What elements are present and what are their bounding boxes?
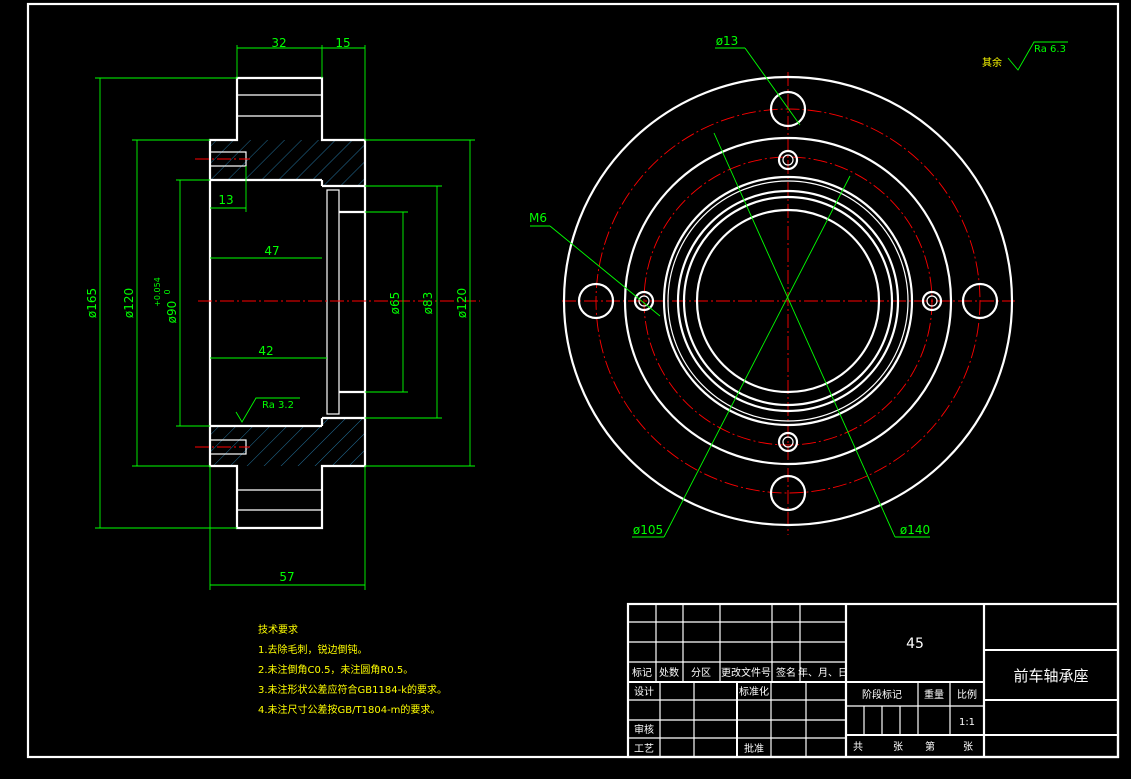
standardize-label: 标准化 <box>739 685 769 698</box>
tech-req-item: 2.未注倒角C0.5，未注圆角R0.5。 <box>258 663 413 676</box>
tech-req-item: 1.去除毛刺，锐边倒钝。 <box>258 643 368 656</box>
dim-47: 47 <box>264 244 279 258</box>
dim-phi165: ø165 <box>85 288 99 318</box>
page-label: 第 <box>925 740 935 753</box>
roughness-symbol <box>1007 41 1068 71</box>
scale-value: 1:1 <box>959 717 975 728</box>
header-label: 标记 <box>632 667 652 679</box>
material: 45 <box>906 636 924 652</box>
dim-phi90: ø90 <box>165 301 179 324</box>
dim-phi120-left: ø120 <box>122 288 136 318</box>
roughness-ra32: Ra 3.2 <box>262 400 294 411</box>
dim-15: 15 <box>335 36 350 50</box>
part-name: 前车轴承座 <box>1013 667 1088 685</box>
weight-label: 重量 <box>924 688 944 701</box>
header-label: 分区 <box>691 667 711 679</box>
surface-note-label: 其余 <box>982 56 1002 69</box>
sheet-label: 张 <box>963 741 973 753</box>
dim-phi90-tol-upper: +0.054 <box>153 277 162 307</box>
design-label: 设计 <box>634 685 654 698</box>
dim-phi83: ø83 <box>421 292 435 315</box>
header-label: 处数 <box>659 666 679 679</box>
dim-13: 13 <box>218 193 233 207</box>
tech-req-title: 技术要求 <box>258 623 298 636</box>
dim-32: 32 <box>271 36 286 50</box>
header-label: 年、月、日 <box>798 666 848 679</box>
dim-42: 42 <box>258 344 273 358</box>
title-block <box>626 602 1120 759</box>
process-label: 工艺 <box>634 743 654 755</box>
hatch-upper <box>210 140 365 186</box>
approve-label: 批准 <box>744 742 764 755</box>
dim-m6: M6 <box>529 211 547 225</box>
header-label: 签名 <box>776 666 796 679</box>
tech-req-item: 4.未注尺寸公差按GB/T1804-m的要求。 <box>258 703 440 716</box>
stage-mark-label: 阶段标记 <box>862 688 902 701</box>
dim-57: 57 <box>279 570 294 584</box>
dim-phi140: ø140 <box>900 523 930 537</box>
section-view <box>95 45 480 590</box>
sheet-label: 张 <box>893 741 903 753</box>
front-view <box>530 47 1015 538</box>
hatch-lower <box>210 418 365 466</box>
dim-phi90-tol-lower: 0 <box>163 289 172 294</box>
total-label: 共 <box>853 741 863 753</box>
review-label: 审核 <box>634 723 654 736</box>
header-label: 更改文件号 <box>721 666 771 679</box>
dim-phi65: ø65 <box>388 292 402 315</box>
tech-req-item: 3.未注形状公差应符合GB1184-k的要求。 <box>258 683 447 696</box>
scale-label: 比例 <box>957 688 977 701</box>
dim-phi13: ø13 <box>716 34 739 48</box>
surface-note-ra: Ra 6.3 <box>1034 44 1066 55</box>
dim-phi105: ø105 <box>633 523 663 537</box>
dim-phi120-right: ø120 <box>455 288 469 318</box>
drawing-border <box>26 2 1120 759</box>
